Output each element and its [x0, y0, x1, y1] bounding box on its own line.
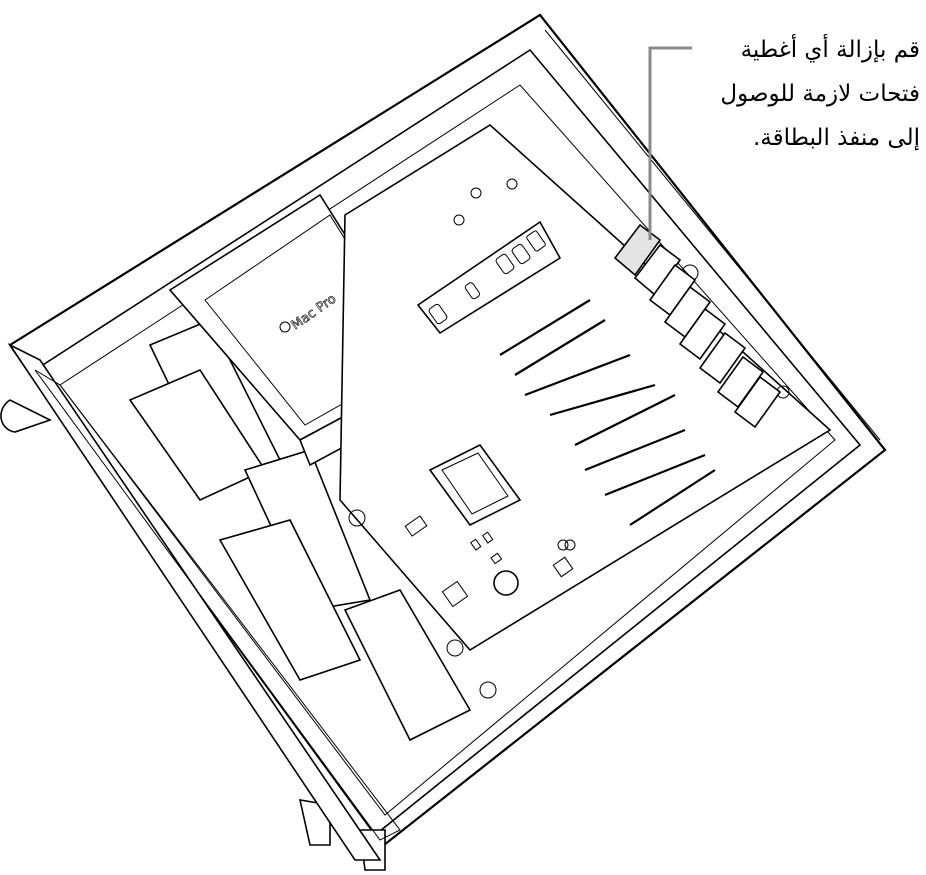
callout-text: قم بإزالة أي أغطية فتحات لازمة للوصول إل…: [660, 28, 920, 160]
thunderbolt-port-3: [511, 243, 531, 265]
logic-board: [339, 124, 832, 699]
pcie-slot-covers: [613, 223, 782, 429]
fan-modules: [128, 318, 472, 742]
coin-battery: [493, 570, 519, 596]
cpu-socket: [428, 443, 522, 527]
thunderbolt-port-1: [464, 282, 481, 300]
io-bracket: [416, 220, 562, 335]
callout-line-2: فتحات لازمة للوصول: [720, 81, 920, 107]
io-port-usb: [428, 303, 448, 325]
callout-leader-line: [648, 46, 692, 240]
pcie-slots: [499, 299, 716, 526]
ethernet-port: [526, 230, 546, 252]
left-handle: [7, 342, 401, 861]
apple-logo-icon: [279, 321, 291, 333]
thunderbolt-port-2: [495, 253, 515, 275]
callout-line-1: قم بإزالة أي أغطية: [740, 37, 920, 63]
callout-line-3: إلى منفذ البطاقة.: [752, 125, 920, 151]
